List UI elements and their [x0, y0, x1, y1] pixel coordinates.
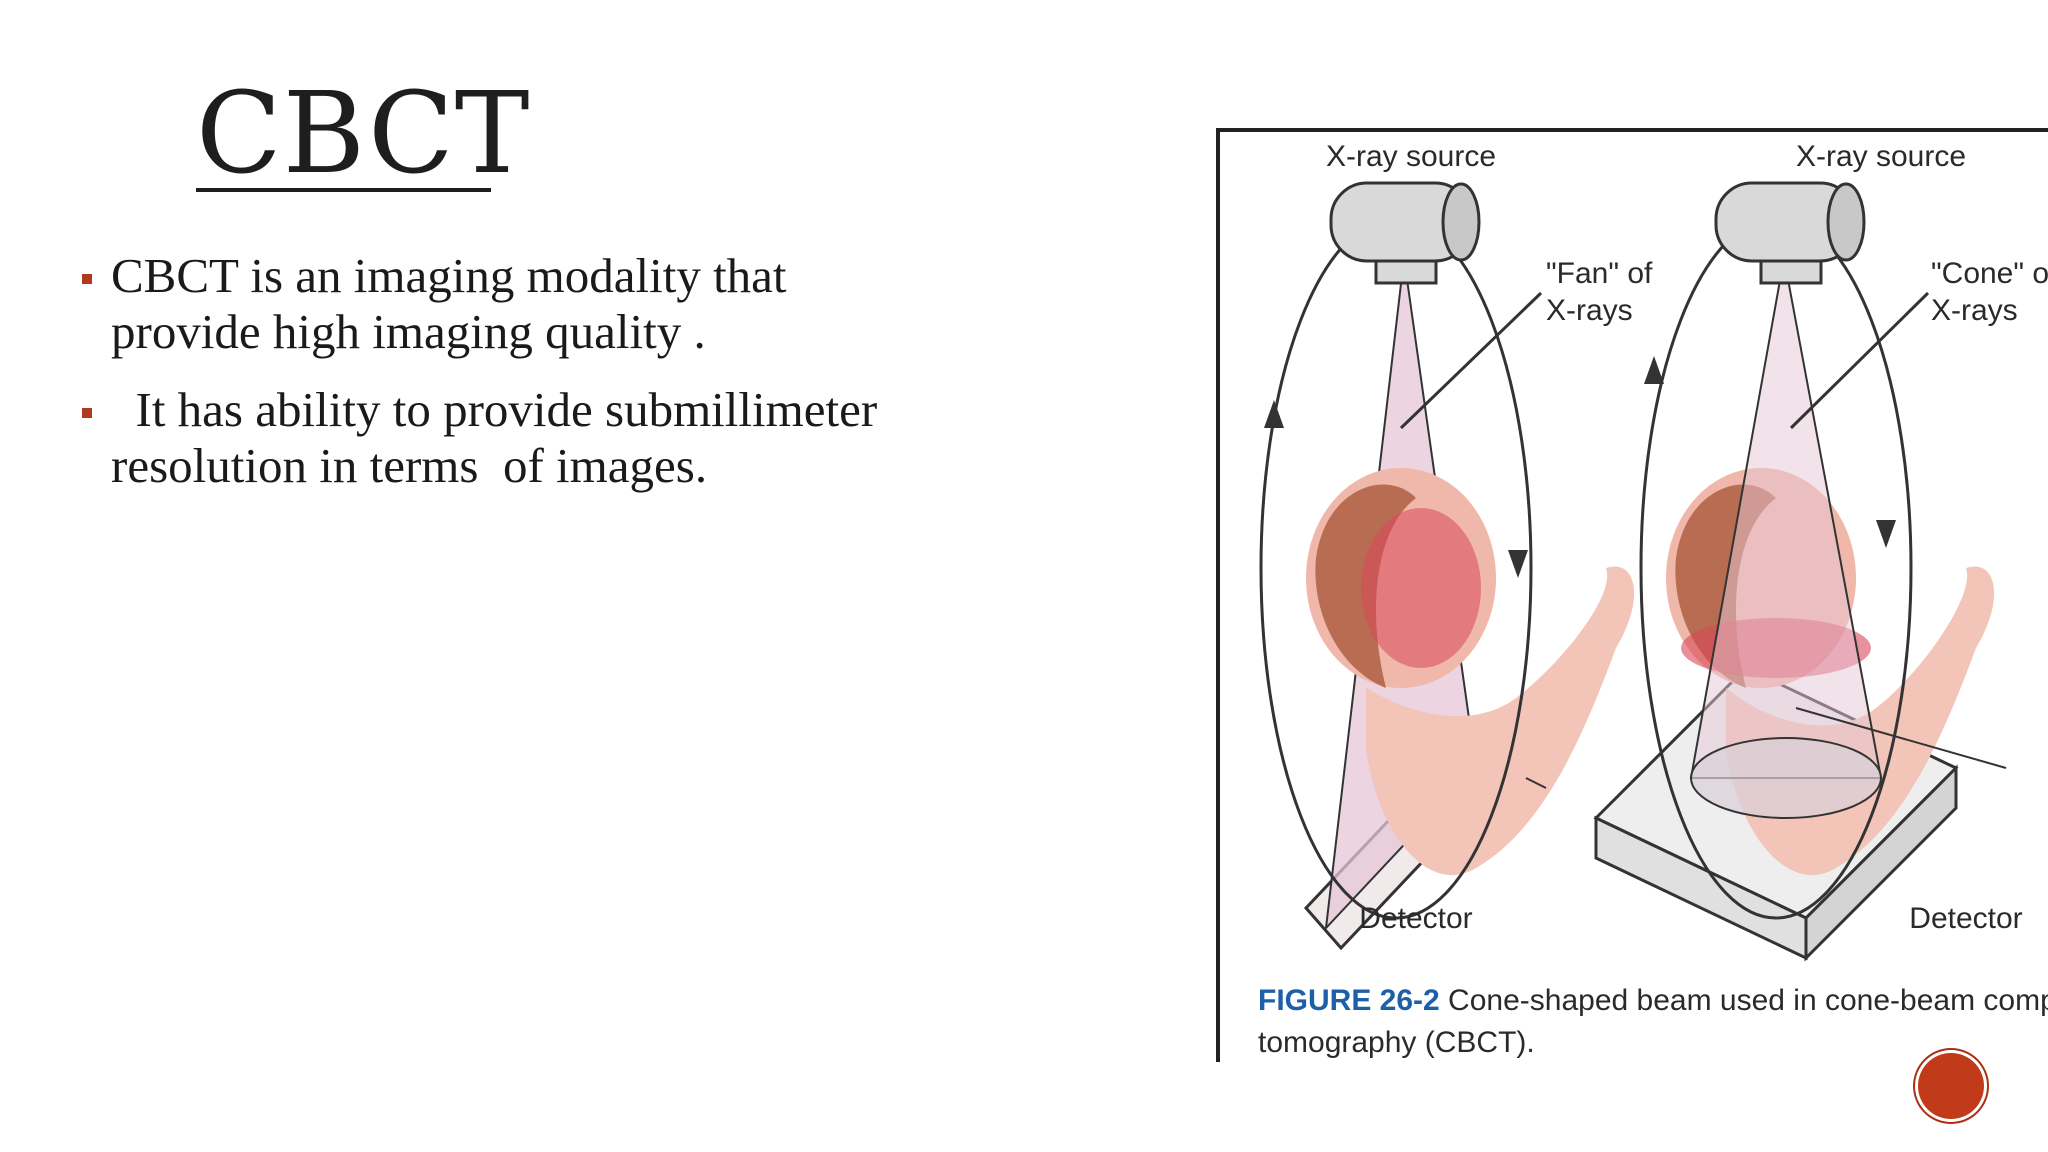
- orbit-arrow-right-down: [1876, 520, 1896, 548]
- figure-caption-text: Cone-shaped beam used in cone-beam compu…: [1440, 984, 2048, 1017]
- xray-tube-right-cap: [1826, 182, 1866, 262]
- detector-pointer-left: [1525, 777, 1547, 789]
- fan-pointer-line: [1399, 291, 1543, 430]
- label-detector-left: Detector: [1359, 902, 1472, 935]
- label-cone-line2: X-rays: [1931, 294, 2018, 327]
- figure-panel: X-ray source X-ray source "Fan" of X-ray…: [1216, 128, 2048, 1062]
- xray-tube-right-port: [1759, 259, 1823, 285]
- bullet-item: CBCT is an imaging modality that provide…: [80, 248, 1140, 360]
- cone-pointer-line: [1789, 291, 1930, 430]
- figure-caption-line2: tomography (CBCT).: [1258, 1026, 1535, 1059]
- figure-caption-number: FIGURE 26-2: [1258, 984, 1440, 1017]
- orbit-arrow-left-up: [1264, 400, 1284, 428]
- title-underline: [196, 188, 491, 192]
- slide-title: CBCT: [196, 69, 531, 199]
- slide-corner-badge-icon: [1915, 1050, 1987, 1122]
- xray-tube-left-port: [1374, 259, 1438, 285]
- bullet-marker-icon: [82, 408, 92, 418]
- irradiated-region-left: [1361, 508, 1481, 668]
- contact-line-right: [1795, 707, 2007, 769]
- label-xray-source-right: X-ray source: [1796, 140, 1966, 173]
- cbct-diagram: X-ray source X-ray source "Fan" of X-ray…: [1216, 128, 2048, 1062]
- xray-tube-left-cap: [1441, 182, 1481, 262]
- cone-beam-base: [1690, 737, 1882, 819]
- bullet-item: It has ability to provide submillimeter …: [80, 382, 1140, 494]
- fan-beam-illustration: [1259, 181, 1635, 951]
- patient-body-left: [1366, 566, 1635, 876]
- label-fan-line2: X-rays: [1546, 294, 1633, 327]
- bullet-list: CBCT is an imaging modality that provide…: [80, 248, 1140, 516]
- bullet-text: It has ability to provide submillimeter …: [111, 382, 878, 493]
- orbit-arrow-left-down: [1508, 550, 1528, 578]
- detector-right-side: [1804, 764, 1958, 962]
- label-detector-right: Detector: [1909, 902, 2022, 935]
- label-xray-source-left: X-ray source: [1326, 140, 1496, 173]
- orbit-arrow-right-up: [1644, 356, 1664, 384]
- bullet-text: CBCT is an imaging modality that provide…: [111, 248, 787, 359]
- label-cone-line1: "Cone" of: [1931, 257, 2048, 290]
- label-fan-line1: "Fan" of: [1546, 257, 1653, 290]
- figure-caption-line1: FIGURE 26-2 Cone-shaped beam used in con…: [1258, 984, 2048, 1017]
- bullet-marker-icon: [82, 274, 92, 284]
- cone-beam-illustration: [1593, 181, 2007, 962]
